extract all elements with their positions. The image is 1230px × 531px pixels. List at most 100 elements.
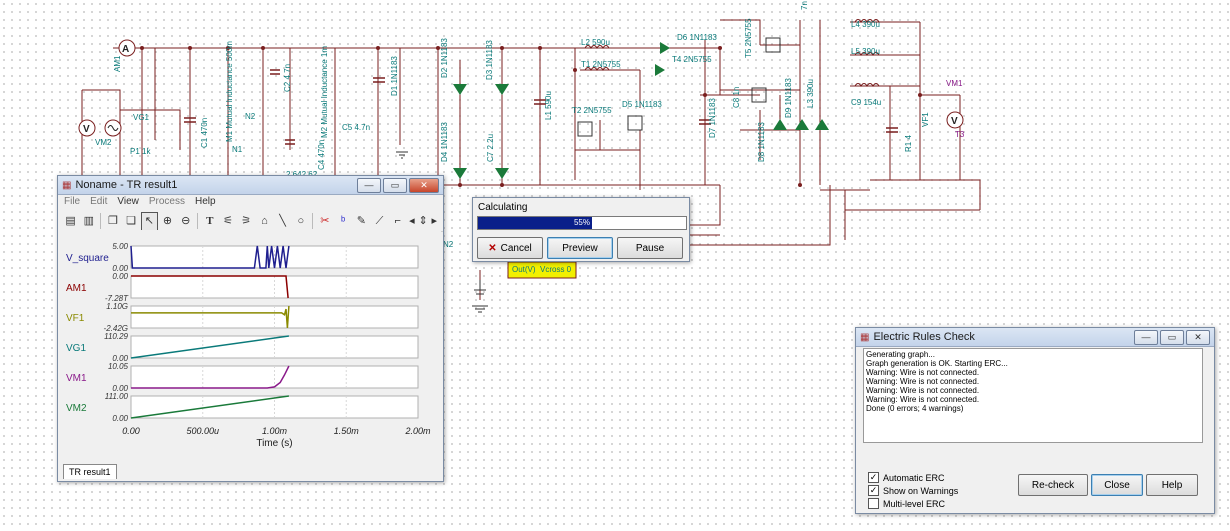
series-name: VG1 (66, 343, 86, 354)
minimize-icon[interactable]: — (357, 177, 381, 193)
menu-file[interactable]: File (64, 196, 81, 207)
checked-icon: ✓ (868, 485, 879, 496)
zoom-in-icon[interactable]: ⊕ (162, 214, 173, 227)
component-label: N1 (232, 145, 243, 154)
erc-log[interactable]: Generating graph...Graph generation is O… (863, 348, 1203, 443)
erc-minimize-icon[interactable]: — (1134, 329, 1158, 345)
close-icon[interactable]: ✕ (409, 177, 439, 193)
y-min-label: 0.00 (112, 414, 128, 423)
multi-level-erc-checkbox[interactable]: Multi-level ERC (868, 498, 945, 509)
paste-icon[interactable]: ❏ (126, 214, 137, 227)
probe-icon[interactable]: ✎ (356, 214, 366, 227)
close-button[interactable]: Close (1091, 474, 1143, 496)
erc-window[interactable]: ▦ Electric Rules Check — ▭ ✕ Generating … (855, 327, 1215, 514)
series-line (130, 245, 290, 269)
log-line: Warning: Wire is not connected. (866, 377, 980, 386)
svg-text:V: V (951, 116, 958, 127)
plot-panel (130, 365, 419, 389)
series-line (131, 365, 290, 389)
line-icon[interactable]: ╲ (279, 214, 286, 227)
menu-help[interactable]: Help (194, 196, 216, 207)
component-label: VM1 (946, 79, 963, 88)
x-tick-label: 0.00 (122, 426, 140, 436)
component-label: C2 4.7n (283, 63, 292, 92)
show-on-warnings-checkbox[interactable]: ✓ Show on Warnings (868, 485, 959, 496)
calculating-dialog[interactable]: Calculating 55% ✕ Cancel Preview Pause (472, 197, 690, 262)
plot-panel (130, 305, 419, 329)
save-icon[interactable]: ▥ (83, 214, 94, 227)
maximize-icon[interactable]: ▭ (383, 177, 407, 193)
erc-titlebar[interactable]: ▦ Electric Rules Check — ▭ ✕ (856, 328, 1214, 347)
component-label: M1 Mutual Inductance 500m (225, 41, 234, 142)
y-min-label: -7.28T (105, 294, 129, 303)
erc-close-icon[interactable]: ✕ (1186, 329, 1210, 345)
component-label: L5 390u (851, 47, 880, 56)
component-label: D5 1N1183 (622, 100, 662, 109)
marker-icon[interactable]: ⌂ (261, 214, 268, 227)
label-icon[interactable]: ᵇ (341, 214, 346, 227)
component-label: T3 (955, 130, 965, 139)
circle-icon[interactable]: ○ (297, 214, 305, 227)
y-min-label: -2.42G (104, 324, 128, 333)
x-axis-label: Time (s) (256, 438, 292, 449)
scroll-right-icon[interactable]: ▸ (431, 214, 438, 227)
erc-maximize-icon[interactable]: ▭ (1160, 329, 1184, 345)
tab-tr-result1[interactable]: TR result1 (63, 464, 117, 479)
component-label: N2 (245, 112, 256, 121)
component-label: D1 1N1183 (390, 56, 399, 96)
automatic-erc-checkbox[interactable]: ✓ Automatic ERC (868, 472, 945, 483)
component-label: N2 (443, 240, 454, 249)
zoom-out-icon[interactable]: ⊖ (181, 214, 191, 227)
tr-result-window[interactable]: ▦ Noname - TR result1 — ▭ ✕ File Edit Vi… (57, 175, 444, 482)
component-label: C7 2.2u (486, 133, 495, 162)
tr-result-titlebar[interactable]: ▦ Noname - TR result1 — ▭ ✕ (58, 176, 443, 195)
component-label: 2 642 62 (286, 170, 317, 179)
menu-process[interactable]: Process (148, 196, 185, 207)
cursor-b-icon[interactable]: ⚞ (241, 214, 252, 227)
delete-icon[interactable]: ✂ (320, 214, 330, 227)
menu-edit[interactable]: Edit (90, 196, 108, 207)
component-label: L4 390u (851, 20, 880, 29)
y-min-label: 0.00 (112, 354, 128, 363)
step-icon[interactable]: ⌐ (394, 214, 401, 227)
text-icon[interactable]: T (206, 214, 214, 227)
series-line (130, 335, 290, 359)
cancel-button[interactable]: ✕ Cancel (477, 237, 543, 259)
component-label: L2 590u (581, 38, 610, 47)
scroll-left-icon[interactable]: ◂ (409, 214, 415, 227)
svg-text:V: V (83, 124, 90, 135)
erc-title: Electric Rules Check (873, 331, 975, 343)
tr-menubar: File Edit View Process Help (58, 195, 443, 211)
y-max-label: 10.05 (108, 362, 129, 371)
open-icon[interactable]: ▤ (65, 214, 76, 227)
calculating-title: Calculating (478, 202, 528, 213)
y-min-label: 0.00 (112, 384, 128, 393)
component-label: C5 4.7n (342, 123, 371, 132)
plot-panel (130, 275, 419, 299)
updown-icon[interactable]: ⇕ (418, 214, 428, 227)
angle-icon[interactable]: ⟋ (375, 214, 384, 227)
help-button[interactable]: Help (1146, 474, 1198, 496)
component-label: Out(V) (512, 265, 536, 274)
component-label: C1 470n (200, 117, 209, 148)
pause-button[interactable]: Pause (617, 237, 683, 259)
copy-icon[interactable]: ❐ (107, 214, 118, 227)
preview-button[interactable]: Preview (547, 237, 613, 259)
tr-plot-area[interactable]: V_square5.000.00AM10.00-7.28TVF11.10G-2.… (58, 230, 441, 465)
x-tick-label: 1.50m (334, 426, 360, 436)
component-label: VF1 (921, 112, 930, 127)
cursor-a-icon[interactable]: ⚟ (223, 214, 233, 227)
pointer-icon[interactable]: ↖ (140, 211, 158, 231)
menu-view[interactable]: View (117, 196, 139, 207)
progress-bar: 55% (477, 216, 687, 230)
series-line (131, 305, 290, 329)
recheck-button[interactable]: Re-check (1018, 474, 1088, 496)
window-title: Noname - TR result1 (75, 179, 178, 191)
component-label: VM2 (95, 138, 112, 147)
progress-text: 55% (573, 218, 590, 227)
component-label: 7n (800, 1, 809, 10)
component-label: T5 2N5755 (744, 18, 753, 58)
series-name: AM1 (66, 283, 87, 294)
component-label: T1 2N5755 (581, 60, 621, 69)
x-tick-label: 500.00u (186, 426, 219, 436)
